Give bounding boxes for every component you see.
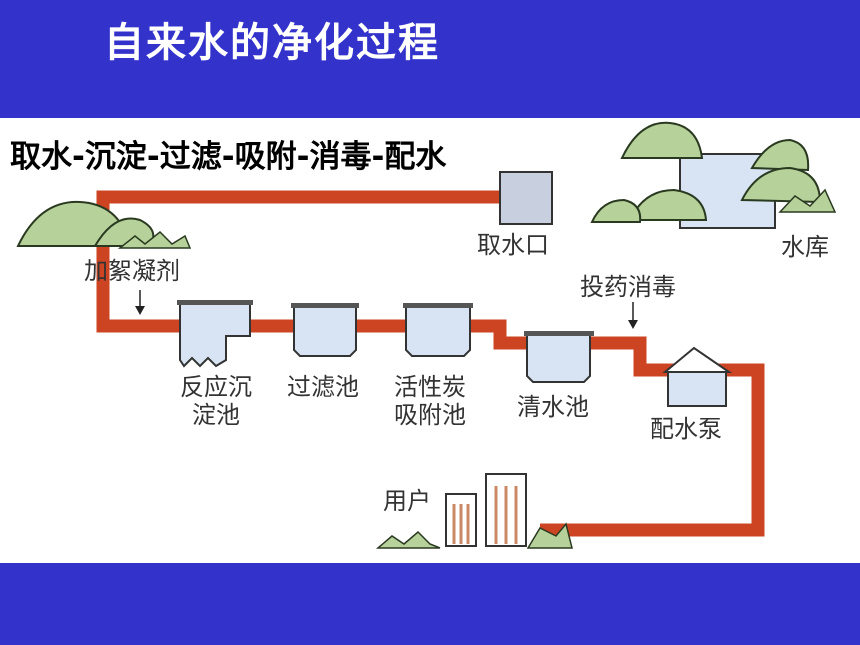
reaction-tank-label-line1: 反应沉 [180,373,252,401]
slide-title: 自来水的净化过程 [104,20,440,66]
carbon-tank-label-line2: 吸附池 [394,400,466,429]
reaction-tank-label: 反应沉 淀池 [180,373,252,429]
filter-tank-label: 过滤池 [287,373,359,401]
user-buildings-icon [375,473,573,549]
reaction-tank-icon [177,300,253,368]
clear-water-tank-icon [524,331,594,383]
coagulant-arrow-icon [135,290,145,315]
disinfect-arrow-icon [628,302,638,329]
intake-box [499,171,553,225]
reservoir-label: 水库 [781,233,829,261]
water-pipe [96,190,765,537]
clear-water-tank-label: 清水池 [517,393,589,421]
pump-label: 配水泵 [650,415,722,443]
left-hill-icon [16,200,192,249]
carbon-tank-label-line1: 活性炭 [394,373,466,401]
title-band [0,0,860,118]
users-label: 用户 [383,487,431,515]
intake-label: 取水口 [477,231,549,259]
bottom-band [0,563,860,645]
purification-diagram [16,121,837,549]
pump-house-icon [662,346,733,407]
reaction-tank-label-line2: 淀池 [192,400,240,429]
disinfect-label: 投药消毒 [580,273,676,301]
filter-tank-icon [291,303,359,357]
carbon-tank-label: 活性炭 吸附池 [394,373,466,429]
coagulant-label: 加絮凝剂 [84,257,180,285]
process-steps-heading: 取水-沉淀-过滤-吸附-消毒-配水 [10,139,447,175]
carbon-tank-icon [403,303,473,357]
reservoir-icon [590,121,837,229]
